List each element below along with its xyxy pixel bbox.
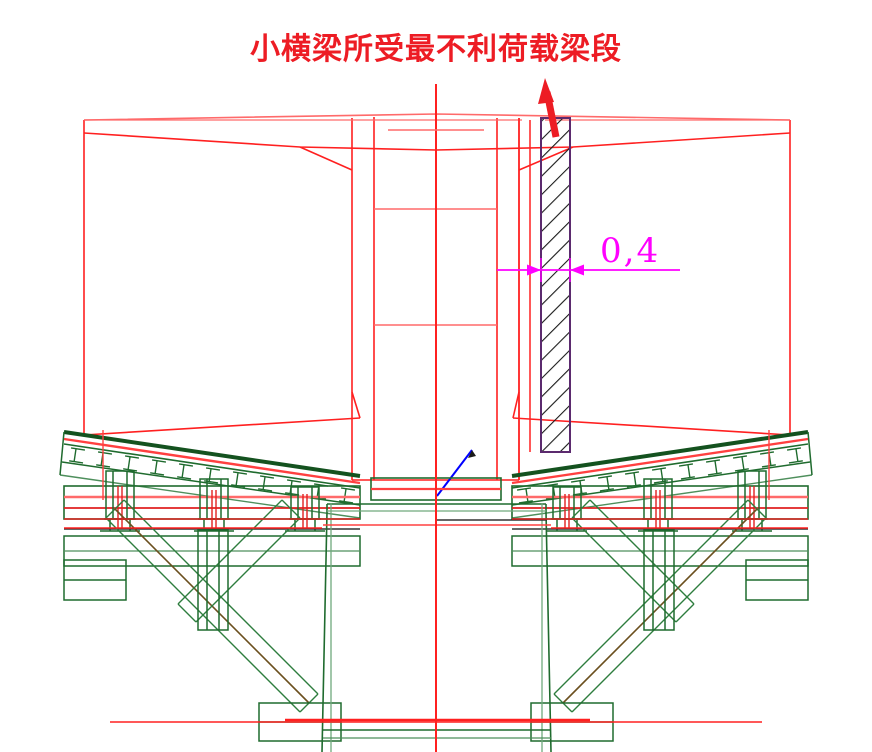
loaded-beam-segment-hatch [540, 117, 571, 453]
distribution-joists-left [69, 447, 356, 504]
red-drop-lines [102, 430, 770, 500]
inclined-beam-left [59, 430, 361, 519]
callout-arrow [538, 78, 560, 138]
post-core-lines-left [117, 486, 308, 529]
centerline-overlay [388, 84, 484, 752]
vertical-strut-left [197, 529, 229, 631]
vertical-strut-right [643, 529, 675, 631]
diagonal-brace-right [553, 499, 767, 713]
web-haunch-fillets-bottom [351, 391, 520, 419]
diagonal-brace-left [105, 499, 319, 713]
bearing-box-left-upper [63, 559, 127, 601]
bottom-flange-left [83, 417, 361, 436]
hatch-reference-lines [518, 118, 531, 480]
dimension-line-width [497, 258, 680, 282]
inclined-beam-right [511, 430, 813, 519]
dimension-value-label: 0,4 [600, 231, 661, 271]
post-core-lines-right [564, 486, 755, 529]
cap-beam-right [511, 535, 809, 567]
bearing-box-right-upper [745, 559, 809, 601]
cap-beam-left [63, 535, 361, 567]
page-title: 小横梁所受最不利荷载梁段 [250, 32, 622, 67]
